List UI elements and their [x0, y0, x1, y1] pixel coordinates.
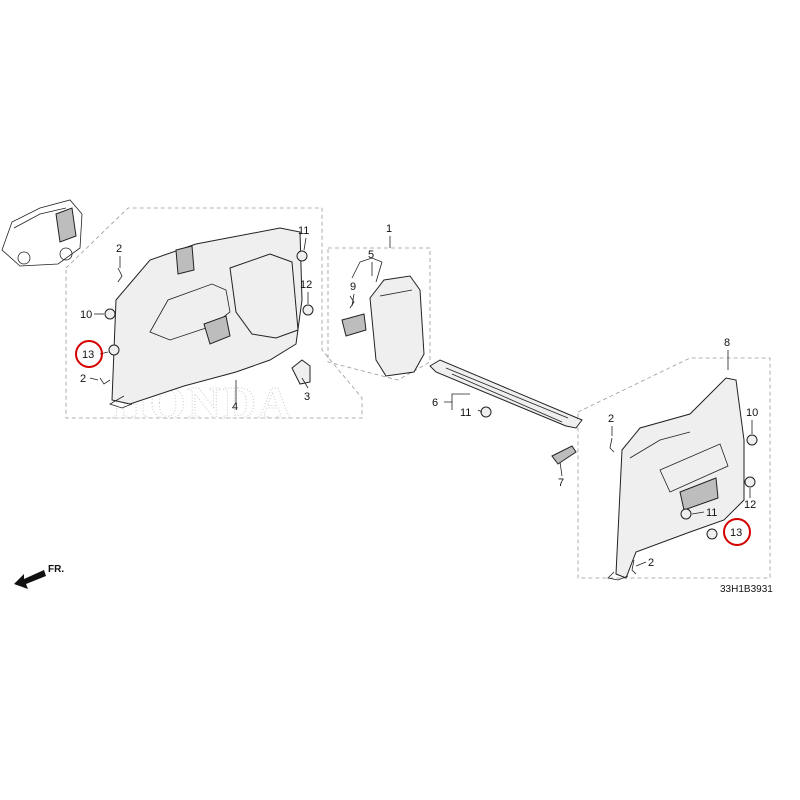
callout-12: 12: [744, 499, 756, 511]
callout-12: 12: [300, 279, 312, 291]
part-13-highlights: [75, 340, 751, 546]
leader-lines: [89, 236, 753, 567]
diagram-code: 33H1B3931: [720, 584, 773, 595]
callout-4: 4: [232, 401, 238, 413]
part-8-rear-side-trim-right: [607, 377, 745, 581]
right-assembly-box: [577, 357, 771, 579]
highlight-circle-left: [75, 340, 103, 368]
front-arrow-icon: [14, 570, 46, 589]
callout-2: 2: [80, 373, 86, 385]
callout-2: 2: [116, 243, 122, 255]
callout-10: 10: [80, 309, 92, 321]
part-5-lining: [369, 275, 425, 377]
callout-13: 13: [730, 527, 742, 539]
part-4-rear-side-trim-left: [109, 227, 303, 409]
callout-6: 6: [432, 397, 438, 409]
callout-11: 11: [298, 225, 309, 237]
part-7-bracket: [551, 445, 577, 465]
callout-2: 2: [608, 413, 614, 425]
callout-9: 9: [350, 281, 356, 293]
callout-13: 13: [82, 349, 94, 361]
left-assembly-box: [65, 207, 363, 419]
callouts: 2 10 13 2 4 11 12 3 1 5 9 6 11 7 8 2 10 …: [80, 223, 758, 569]
callout-7: 7: [558, 477, 564, 489]
callout-5: 5: [368, 249, 374, 261]
callout-10: 10: [746, 407, 758, 419]
direction-label: FR.: [48, 564, 64, 575]
callout-1: 1: [386, 223, 392, 235]
front-direction-indicator: FR.: [14, 564, 64, 589]
callout-8: 8: [724, 337, 730, 349]
part-3-cap: [291, 359, 311, 385]
callout-11: 11: [460, 407, 471, 419]
callout-11: 11: [706, 507, 717, 519]
callout-2: 2: [648, 557, 654, 569]
callout-3: 3: [304, 391, 310, 403]
part-9-clip: [341, 313, 367, 337]
part-9-fastener: [349, 295, 355, 309]
highlight-circle-right: [723, 518, 751, 546]
part-6-sill-garnish: [429, 359, 583, 429]
fasteners: [99, 250, 758, 575]
vehicle-locator-thumbnail: [1, 199, 83, 267]
